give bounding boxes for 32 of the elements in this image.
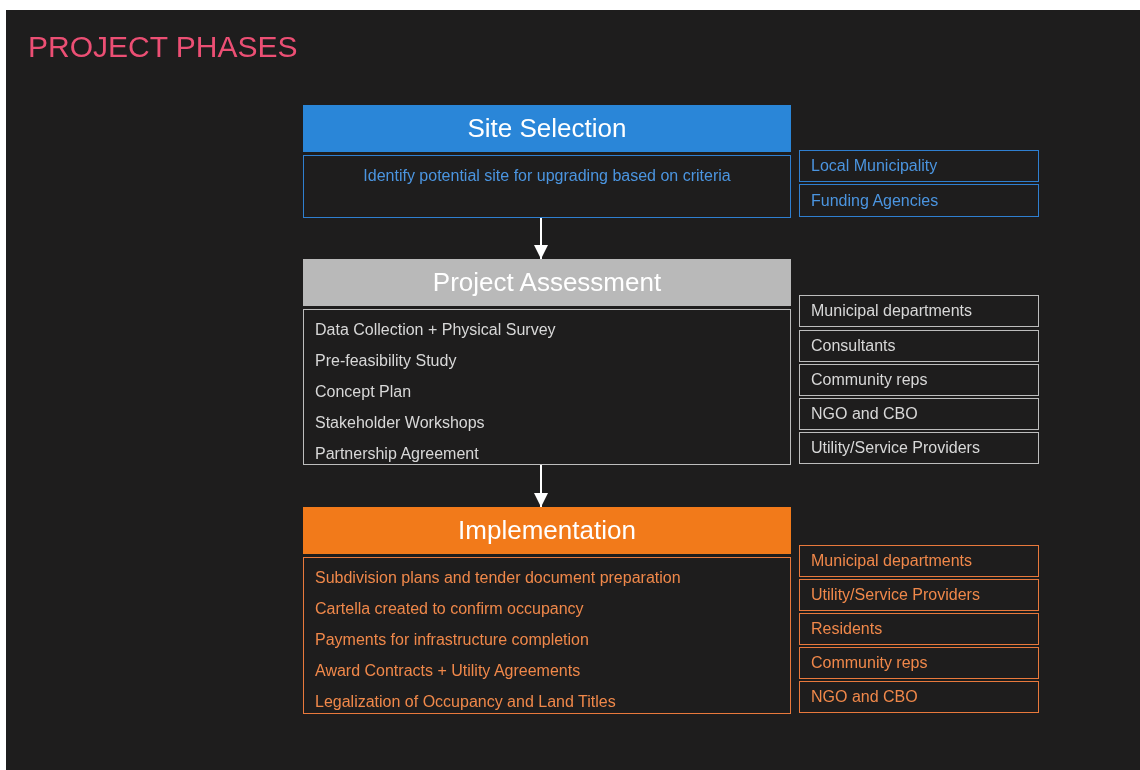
- stakeholder-box: Consultants: [799, 330, 1039, 362]
- task-item: Award Contracts + Utility Agreements: [315, 661, 582, 681]
- phase-header: Project Assessment: [303, 259, 791, 306]
- phase-box: [303, 309, 791, 465]
- task-item: Subdivision plans and tender document preparation: [315, 568, 682, 588]
- task-item: Payments for infrastructure completion: [315, 630, 590, 650]
- stakeholder-box: Funding Agencies: [799, 184, 1039, 217]
- stakeholder-box: NGO and CBO: [799, 681, 1039, 713]
- arrow: [534, 217, 548, 260]
- phase-box: [303, 155, 791, 218]
- stakeholder-box: Residents: [799, 613, 1039, 645]
- phase-header: Site Selection: [303, 105, 791, 152]
- phase-box: [303, 557, 791, 714]
- task-item: Cartella created to confirm occupancy: [315, 599, 585, 619]
- task-item: Legalization of Occupancy and Land Titles: [315, 692, 617, 712]
- stakeholder-box: NGO and CBO: [799, 398, 1039, 430]
- stakeholder-box: Municipal departments: [799, 545, 1039, 577]
- stakeholder-box: Utility/Service Providers: [799, 579, 1039, 611]
- task-item: Stakeholder Workshops: [315, 413, 486, 433]
- stakeholder-box: Utility/Service Providers: [799, 432, 1039, 464]
- stakeholder-box: Municipal departments: [799, 295, 1039, 327]
- task-item: Partnership Agreement: [315, 444, 480, 464]
- stakeholder-box: Community reps: [799, 647, 1039, 679]
- stakeholder-box: Community reps: [799, 364, 1039, 396]
- arrow: [534, 464, 548, 508]
- phase-description: Identify potential site for upgrading based on criteria: [362, 166, 732, 186]
- stakeholder-box: Local Municipality: [799, 150, 1039, 182]
- task-item: Pre-feasibility Study: [315, 351, 458, 371]
- task-item: Concept Plan: [315, 382, 413, 402]
- task-item: Data Collection + Physical Survey: [315, 320, 557, 340]
- page-title: PROJECT PHASES: [28, 30, 298, 64]
- phase-header: Implementation: [303, 507, 791, 554]
